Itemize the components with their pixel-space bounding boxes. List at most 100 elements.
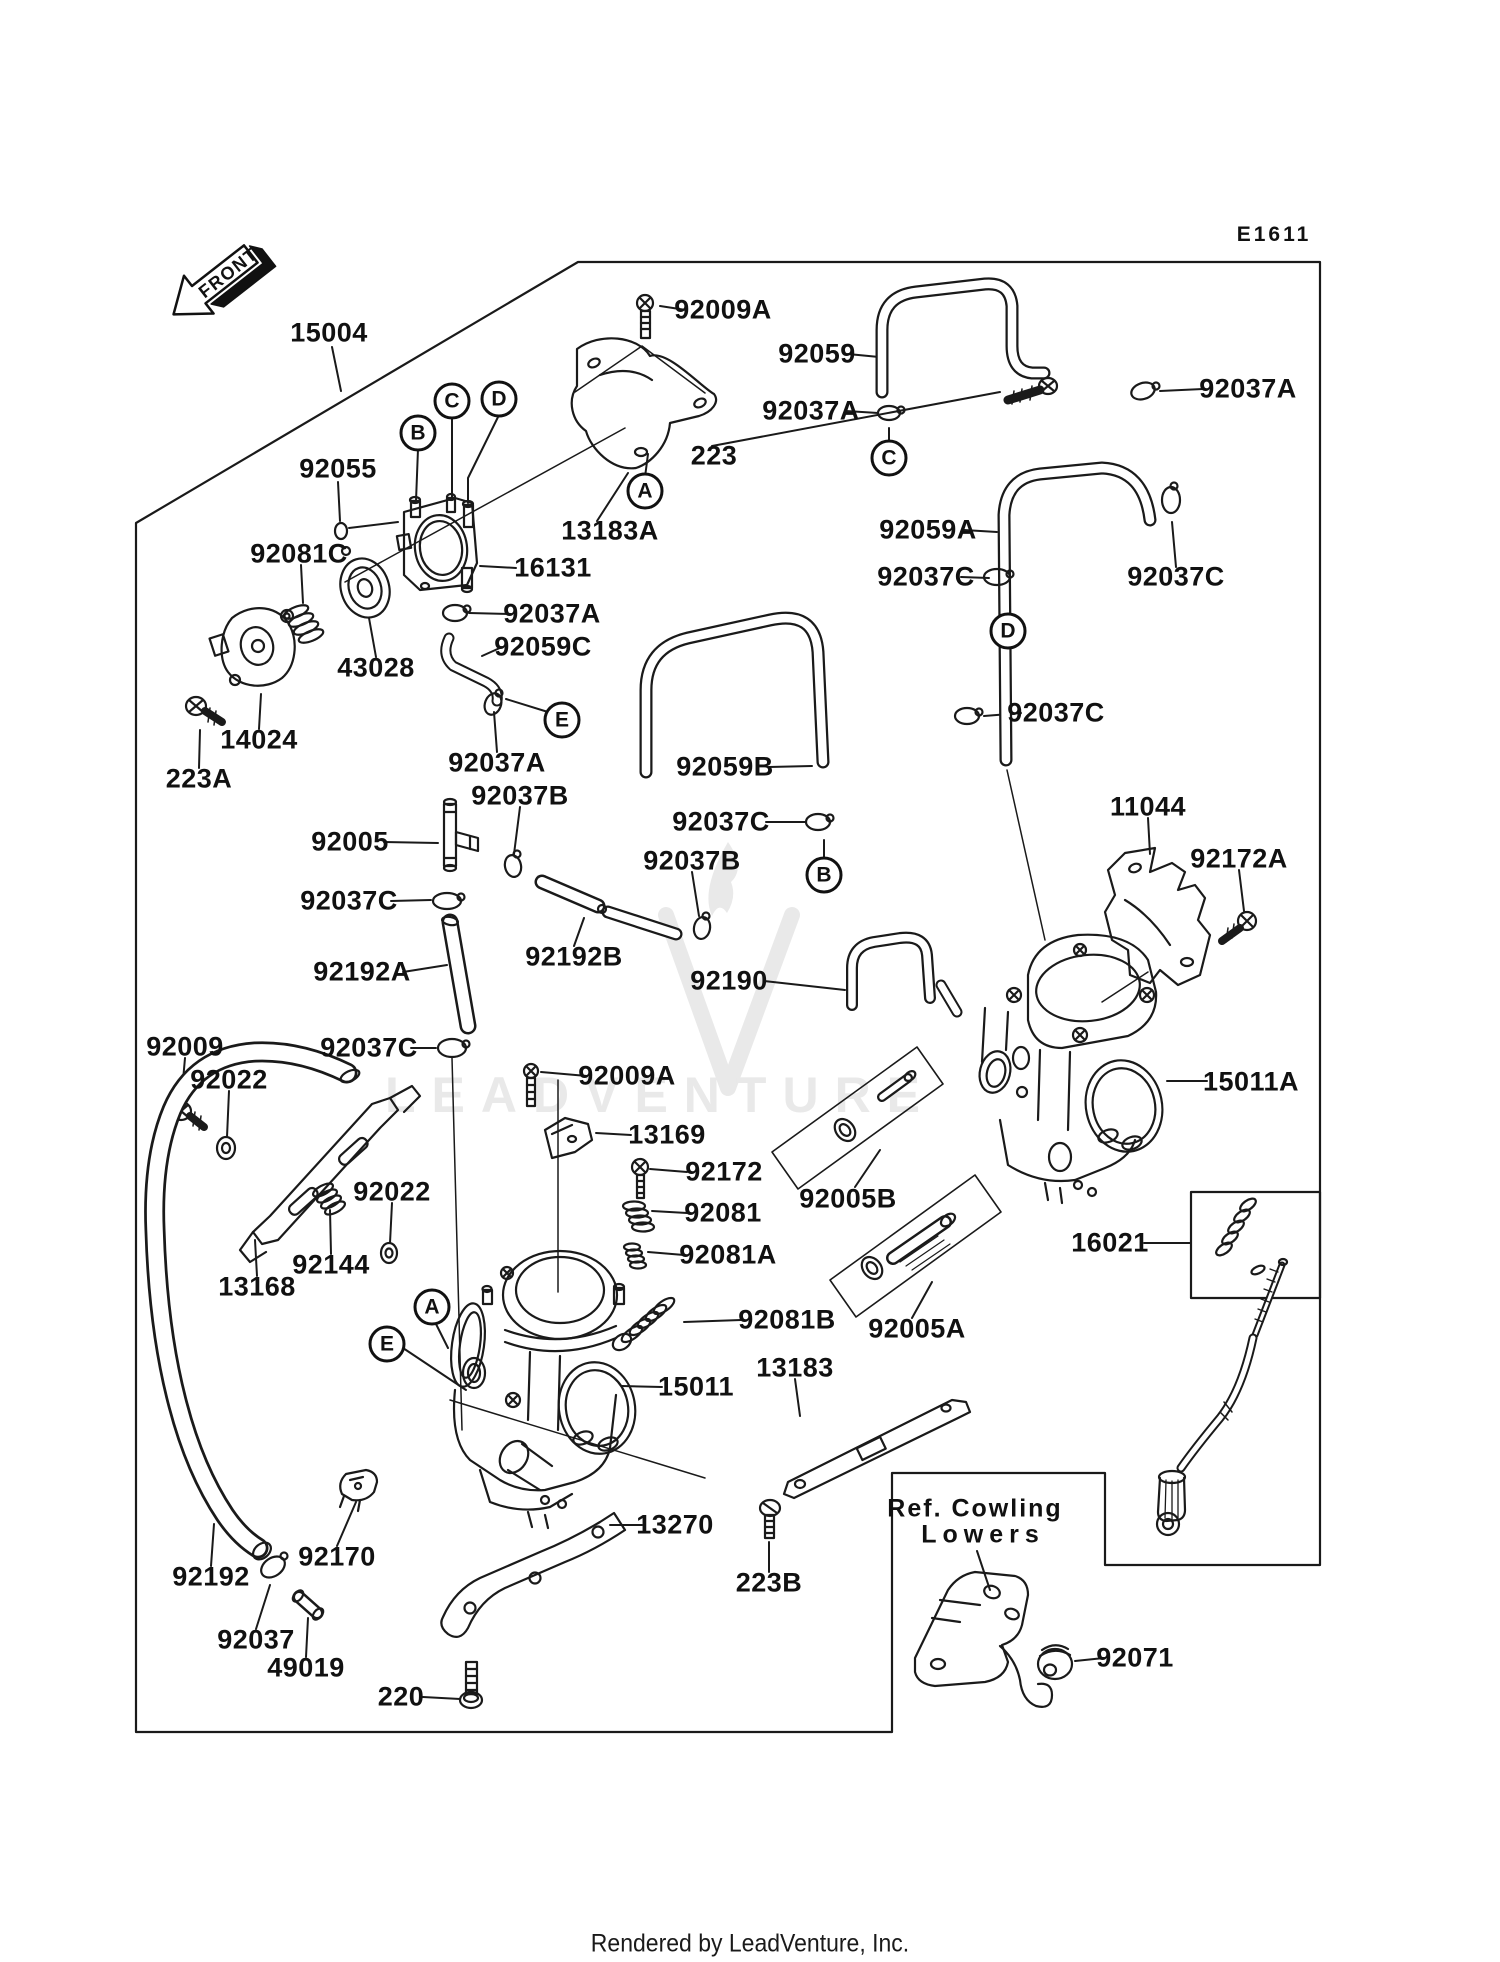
part-label-92037C: 92037C <box>877 561 975 592</box>
carburetor-right-drawing <box>978 933 1164 1205</box>
part-label-16131: 16131 <box>514 552 592 583</box>
tube-92192a-drawing <box>440 913 477 1035</box>
tfitting-92005-drawing <box>442 797 480 873</box>
part-label-223B: 223B <box>735 1567 803 1598</box>
callout-circle-A: A <box>413 1288 451 1326</box>
part-label-92170: 92170 <box>298 1541 376 1572</box>
hose-92190-drawing <box>846 931 963 1018</box>
clamp-92037a-3 <box>441 603 472 623</box>
part-label-13270: 13270 <box>636 1509 714 1540</box>
screw-92172-drawing <box>630 1157 650 1200</box>
part-label-15004: 15004 <box>290 317 368 348</box>
part-label-13169: 13169 <box>628 1119 706 1150</box>
part-label-92059A: 92059A <box>879 514 977 545</box>
clamp-92037a-4 <box>483 688 504 716</box>
part-label-49019: 49019 <box>267 1652 345 1683</box>
carb-top-16131-drawing <box>395 492 479 594</box>
screw-220-drawing <box>458 1660 484 1710</box>
part-label-92055: 92055 <box>299 453 377 484</box>
oring-92055-drawing <box>333 521 349 541</box>
screw-92009a-top <box>635 293 655 340</box>
clamp-92037a-1 <box>876 404 906 422</box>
part-label-92037: 92037 <box>217 1624 295 1655</box>
part-label-92037C: 92037C <box>320 1032 418 1063</box>
hose-92192-drawing <box>144 1041 361 1561</box>
holder-13183-drawing <box>782 1398 972 1500</box>
hose-92059c-drawing <box>440 632 503 707</box>
clamp-92037c-right <box>1160 481 1182 515</box>
washer-92022-2 <box>379 1241 399 1265</box>
part-label-92071: 92071 <box>1096 1642 1174 1673</box>
kit-92005b-drawing <box>771 1046 944 1190</box>
clamp-92037c-b <box>804 812 835 832</box>
part-label-92081C: 92081C <box>250 538 348 569</box>
part-label-223A: 223A <box>165 763 233 794</box>
part-label-92005B: 92005B <box>799 1183 897 1214</box>
clamp-92037c-d <box>982 567 1015 587</box>
cowling-bracket-drawing <box>913 1570 1054 1708</box>
clamp-92037b-2 <box>692 911 712 941</box>
spring-92144-drawing <box>311 1182 347 1216</box>
part-label-92059B: 92059B <box>676 751 774 782</box>
part-label-92037A: 92037A <box>448 747 546 778</box>
damper-92071-drawing <box>1036 1644 1074 1681</box>
tubes-92192b-drawing <box>534 874 683 941</box>
callout-circle-C: C <box>870 439 908 477</box>
part-label-14024: 14024 <box>220 724 298 755</box>
footer-credit: Rendered by LeadVenture, Inc. <box>590 1929 910 1958</box>
screw-92172a-drawing <box>1218 910 1258 945</box>
part-label-92037B: 92037B <box>643 845 741 876</box>
hose-92059-drawing <box>875 277 1051 399</box>
part-label-223: 223 <box>690 440 738 471</box>
part-label-92081: 92081 <box>684 1197 762 1228</box>
part-label-92037A: 92037A <box>503 598 601 629</box>
callout-circle-E: E <box>543 701 581 739</box>
bracket-11044-drawing <box>1103 846 1212 987</box>
part-label-92037C: 92037C <box>1127 561 1225 592</box>
cover-14024-drawing <box>208 607 296 687</box>
part-label-92059: 92059 <box>778 338 856 369</box>
part-label-92081A: 92081A <box>679 1239 777 1270</box>
part-label-92009: 92009 <box>146 1031 224 1062</box>
page-code: E1611 <box>1236 223 1312 246</box>
cable-16021-drawing <box>1155 1197 1289 1537</box>
callout-circle-D: D <box>989 612 1027 650</box>
part-label-92037A: 92037A <box>762 395 860 426</box>
part-label-92009A: 92009A <box>674 294 772 325</box>
clamp-92037a-2 <box>1130 381 1161 401</box>
part-label-11044: 11044 <box>1109 791 1187 822</box>
clamp-92037c-a <box>431 891 466 911</box>
callout-circle-E: E <box>368 1325 406 1363</box>
bracket-13183a-drawing <box>570 337 718 470</box>
callout-circle-A: A <box>626 472 664 510</box>
pipe-49019-drawing <box>291 1589 325 1621</box>
ref-cowling-line1: Ref. Cowling <box>887 1494 1063 1523</box>
clamp-92037c-mid <box>953 706 984 726</box>
screw-223-drawing <box>1003 376 1059 405</box>
part-label-92005: 92005 <box>311 826 389 857</box>
part-label-92005A: 92005A <box>868 1313 966 1344</box>
part-label-92172: 92172 <box>685 1156 763 1187</box>
part-label-92144: 92144 <box>292 1249 370 1280</box>
part-label-92192A: 92192A <box>313 956 411 987</box>
callout-circle-B: B <box>399 414 437 452</box>
part-label-15011: 15011 <box>657 1371 735 1402</box>
callout-circle-D: D <box>480 380 518 418</box>
ref-cowling-line2: Lowers <box>921 1520 1045 1549</box>
diaphragm-43028-drawing <box>339 545 391 619</box>
watermark-text: LEADVENTURE <box>385 1067 936 1123</box>
part-label-92037A: 92037A <box>1199 373 1297 404</box>
clamp-92037b-1 <box>503 849 523 878</box>
callout-circle-C: C <box>433 382 471 420</box>
screw-223b-drawing <box>758 1498 782 1540</box>
part-label-92081B: 92081B <box>738 1304 836 1335</box>
part-label-220: 220 <box>377 1681 425 1712</box>
carburetor-left-drawing <box>450 1249 637 1530</box>
clamp-92037-bottom <box>260 1551 289 1579</box>
spring-92081b-drawing <box>611 1296 676 1352</box>
kit-92005a-drawing <box>829 1174 1002 1318</box>
clip-13169-drawing <box>543 1116 594 1160</box>
part-label-92192B: 92192B <box>525 941 623 972</box>
